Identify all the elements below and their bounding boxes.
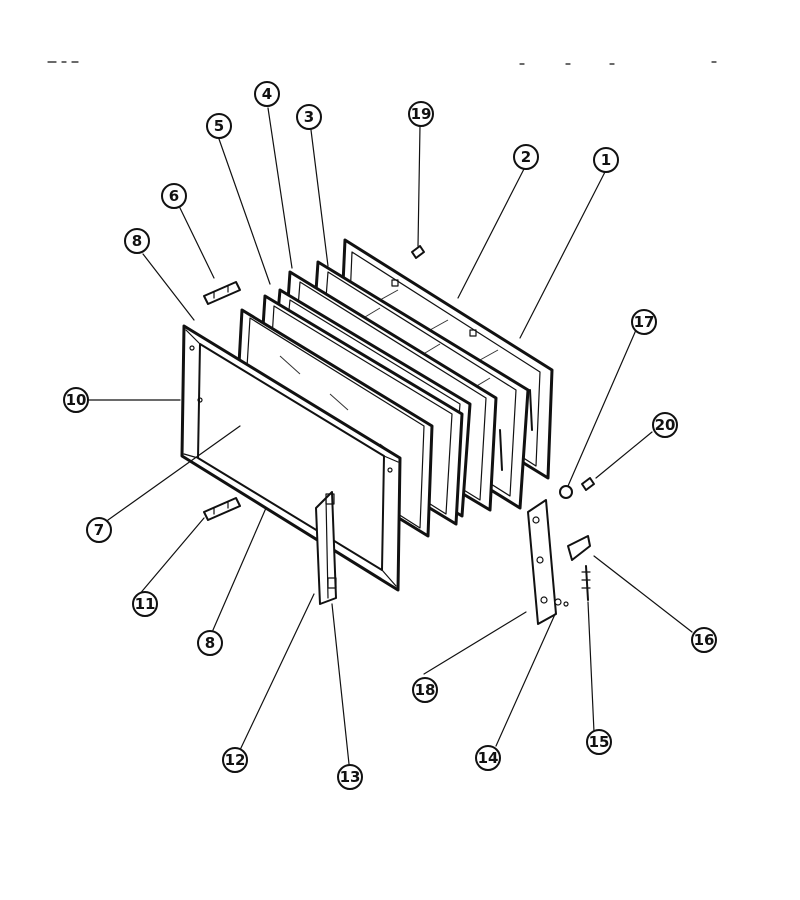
part-12-door-handle (315, 491, 337, 605)
part-10-outer-door-frame (180, 324, 402, 592)
callout-8-lower: 8 (197, 630, 223, 656)
callout-14: 14 (475, 745, 501, 771)
callout-11: 11 (132, 591, 158, 617)
callout-15: 15 (586, 729, 612, 755)
svg-text:11: 11 (135, 595, 156, 613)
part-16-hinge-clip (567, 535, 591, 561)
header-marks (47, 61, 717, 65)
svg-text:12: 12 (225, 751, 246, 769)
callout-8-upper: 8 (124, 228, 150, 254)
svg-text:20: 20 (655, 416, 676, 434)
callout-12: 12 (222, 747, 248, 773)
callout-7: 7 (86, 517, 112, 543)
svg-text:3: 3 (304, 108, 314, 126)
part-6-upper-bracket (203, 281, 241, 305)
part-15-spring (581, 565, 591, 601)
svg-text:17: 17 (634, 313, 655, 331)
callout-1: 1 (593, 147, 619, 173)
callout-18: 18 (412, 677, 438, 703)
svg-text:19: 19 (411, 105, 432, 123)
svg-text:18: 18 (415, 681, 436, 699)
callout-13: 13 (337, 764, 363, 790)
callout-20: 20 (652, 412, 678, 438)
callout-10: 10 (63, 387, 89, 413)
svg-text:10: 10 (66, 391, 87, 409)
callout-5: 5 (206, 113, 232, 139)
part-11-lower-bracket (203, 497, 241, 521)
svg-text:8: 8 (132, 232, 142, 250)
svg-text:8: 8 (205, 634, 215, 652)
callout-6: 6 (161, 183, 187, 209)
svg-text:1: 1 (601, 151, 611, 169)
svg-text:15: 15 (589, 733, 610, 751)
callout-4: 4 (254, 81, 280, 107)
svg-text:7: 7 (94, 521, 104, 539)
svg-text:5: 5 (214, 117, 224, 135)
leader-lines (85, 107, 693, 765)
svg-text:13: 13 (340, 768, 361, 786)
callout-16: 16 (691, 627, 717, 653)
part-18-hinge-arm (527, 499, 557, 625)
callout-2: 2 (513, 144, 539, 170)
svg-text:6: 6 (169, 187, 179, 205)
part-17-bushing (559, 485, 573, 499)
part-14-fastener (554, 598, 569, 607)
svg-text:14: 14 (478, 749, 499, 767)
part-20-screw (581, 477, 595, 491)
callout-19: 19 (408, 101, 434, 127)
svg-text:2: 2 (521, 148, 531, 166)
part-19-screw (411, 245, 425, 259)
callout-17: 17 (631, 309, 657, 335)
svg-text:16: 16 (694, 631, 715, 649)
callout-3: 3 (296, 104, 322, 130)
svg-text:4: 4 (262, 85, 272, 103)
